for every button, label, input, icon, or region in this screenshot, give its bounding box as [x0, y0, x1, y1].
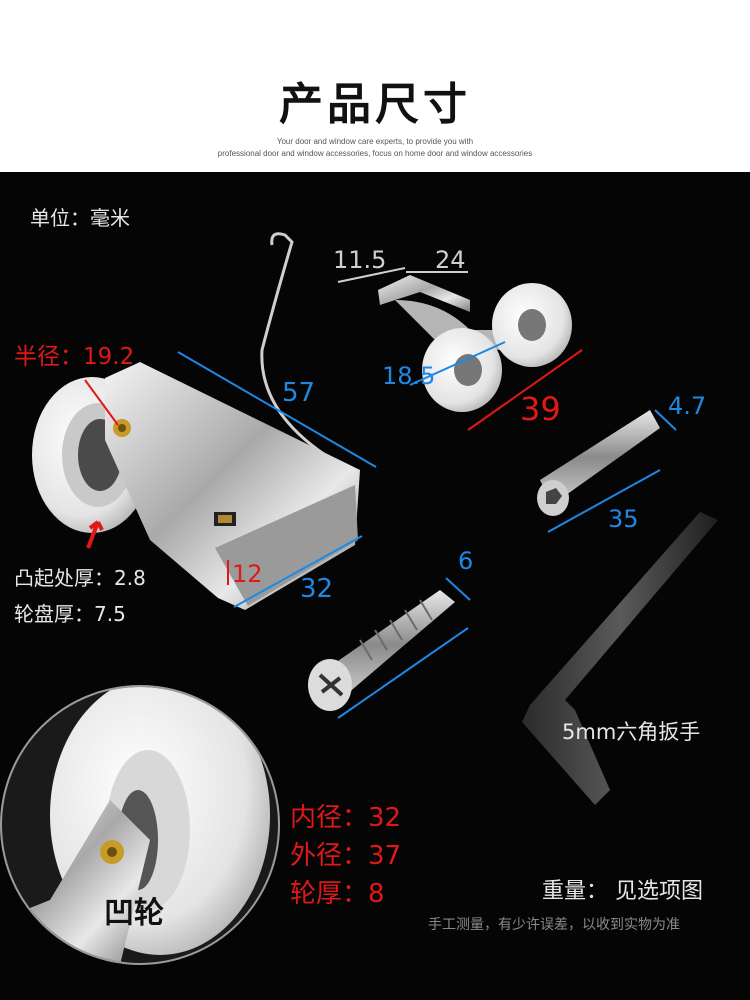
double-wheel-dim-c: 18.5: [382, 362, 436, 390]
weight-label: 重量： 见选项图: [542, 879, 703, 904]
header-banner: 产品尺寸 Your door and window care experts, …: [0, 0, 750, 172]
unit-label: 单位：毫米: [30, 206, 130, 230]
concave-wheel-closeup: [0, 685, 280, 965]
pulley-dimension-lines: [84, 351, 377, 608]
page-title: 产品尺寸: [279, 79, 471, 130]
wrench-label: 5mm六角扳手: [562, 720, 701, 744]
double-wheel-image: [378, 275, 572, 412]
pulley-radius-label: 半径：19.2: [14, 344, 135, 370]
concave-wheel-thickness-label: 轮厚：8: [290, 879, 385, 909]
concave-wheel-badge: 凹轮: [104, 896, 164, 931]
double-wheel-dim-b: 24: [435, 246, 466, 274]
header-subtitle-line1: Your door and window care experts, to pr…: [276, 137, 474, 146]
hex-wrench-image: [522, 512, 718, 805]
pulley-height-value: 12: [232, 560, 263, 588]
pulley-length-value: 57: [282, 378, 316, 408]
disclaimer-text: 手工测量，有少许误差，以收到实物为准: [428, 917, 680, 933]
bump-thickness-label: 凸起处厚：2.8: [14, 566, 146, 590]
inner-diameter-label: 内径：32: [290, 803, 402, 833]
double-wheel-dim-a: 11.5: [333, 246, 387, 274]
screw-diameter-value: 6: [458, 547, 474, 575]
double-wheel-dimension-lines: [337, 267, 583, 431]
pulley-width-value: 32: [300, 574, 334, 604]
outer-diameter-label: 外径：37: [290, 841, 402, 871]
single-pulley-image: [32, 232, 360, 610]
bolt-diameter-value: 4.7: [668, 392, 707, 420]
screw-image: [308, 577, 471, 719]
bolt-image: [537, 409, 677, 533]
header-subtitle-line2: professional door and window accessories…: [217, 149, 533, 158]
bolt-length-value: 35: [608, 505, 639, 533]
wheel-thickness-label: 轮盘厚：7.5: [14, 602, 126, 626]
double-wheel-dim-d: 39: [520, 390, 561, 428]
